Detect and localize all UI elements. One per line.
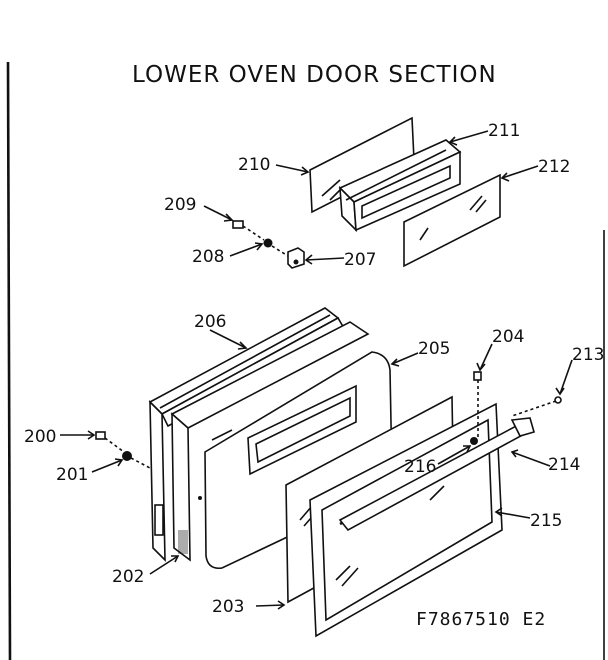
part-212-glass — [403, 173, 501, 268]
callout-204: 204 — [492, 327, 524, 347]
part-207-clip — [287, 247, 305, 269]
callout-200: 200 — [24, 427, 56, 447]
part-211-frame — [338, 139, 462, 233]
callout-202: 202 — [112, 567, 144, 587]
callout-206: 206 — [194, 312, 226, 332]
part-201-washer — [122, 451, 151, 469]
callout-216: 216 — [404, 457, 436, 477]
callout-208: 208 — [192, 247, 224, 267]
callout-207: 207 — [344, 250, 376, 270]
callout-213: 213 — [572, 345, 604, 365]
callout-205: 205 — [418, 339, 450, 359]
drawing-code: F7867510 E2 — [416, 609, 547, 630]
part-213-screw — [511, 396, 562, 417]
part-200-screw — [95, 431, 125, 453]
part-216-washer — [470, 437, 478, 445]
part-209-screw — [232, 220, 265, 241]
callout-210: 210 — [238, 155, 270, 175]
page-edge-line — [6, 61, 12, 660]
part-208-washer — [263, 238, 289, 257]
diagram-title: LOWER OVEN DOOR SECTION — [132, 62, 497, 88]
callout-203: 203 — [212, 597, 244, 617]
callout-214: 214 — [548, 455, 580, 475]
callout-211: 211 — [488, 121, 520, 141]
callout-215: 215 — [530, 511, 562, 531]
part-214-handle — [338, 417, 535, 532]
callout-209: 209 — [164, 195, 196, 215]
part-204-screw — [473, 371, 482, 440]
callout-leaders — [60, 130, 573, 610]
callout-201: 201 — [56, 465, 88, 485]
part-202-door-body — [170, 321, 370, 562]
callout-212: 212 — [538, 157, 570, 177]
